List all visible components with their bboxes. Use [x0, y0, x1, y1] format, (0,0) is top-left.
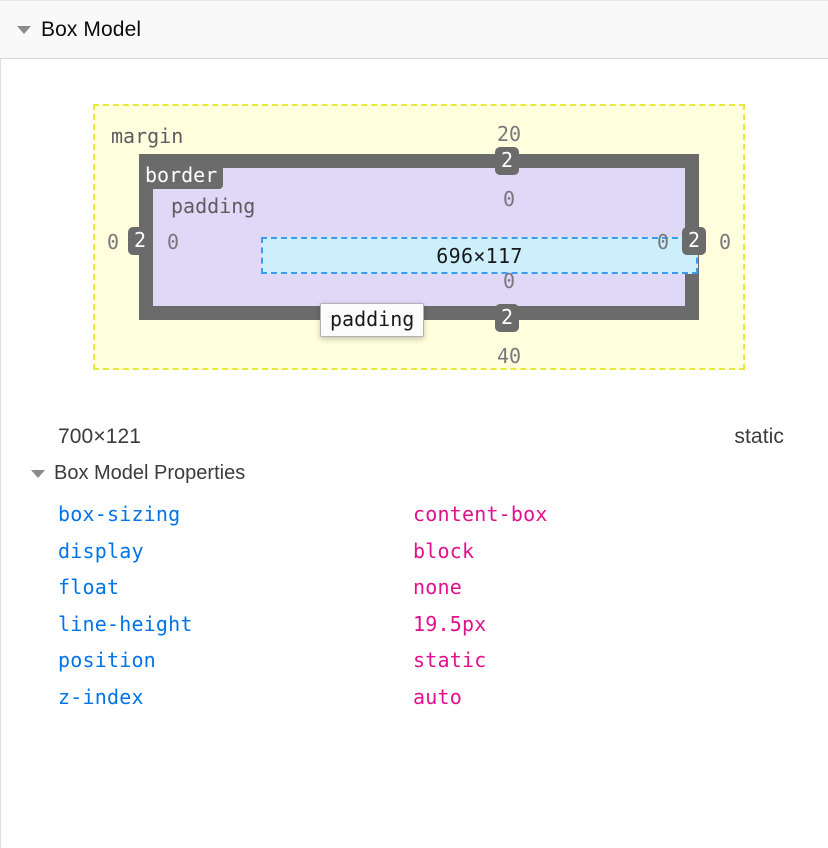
box-model-panel-header[interactable]: Box Model [0, 0, 828, 59]
property-name[interactable]: float [58, 575, 120, 600]
box-model-tooltip: padding [320, 303, 425, 337]
box-model-properties-header[interactable]: Box Model Properties [31, 462, 245, 485]
chevron-down-icon[interactable] [17, 25, 31, 34]
padding-top-value[interactable]: 0 [502, 187, 516, 211]
property-value[interactable]: content-box [413, 502, 548, 527]
box-model-properties-list: box-sizing content-box display block float no… [1, 496, 828, 715]
box-model-panel-body: 696×117 margin border padding 20 2 0 0 2… [0, 59, 828, 848]
margin-left-value[interactable]: 0 [106, 230, 120, 254]
property-row[interactable]: display block [1, 533, 828, 570]
property-name[interactable]: box-sizing [58, 502, 181, 527]
border-left-value[interactable]: 2 [128, 227, 153, 255]
element-size-label: 700×121 [58, 425, 142, 448]
property-name[interactable]: line-height [58, 611, 193, 636]
property-value[interactable]: none [413, 575, 462, 600]
padding-region-label: padding [171, 194, 256, 218]
property-name[interactable]: display [58, 538, 144, 563]
property-row[interactable]: position static [1, 642, 828, 679]
padding-left-value[interactable]: 0 [166, 230, 180, 254]
property-name[interactable]: position [58, 648, 156, 673]
box-model-content-region[interactable]: 696×117 [261, 237, 698, 274]
margin-top-value[interactable]: 20 [496, 122, 522, 146]
box-model-padding-region[interactable]: 696×117 [153, 168, 698, 306]
property-row[interactable]: float none [1, 569, 828, 606]
page-title: Box Model [41, 17, 142, 41]
box-model-summary-row: 700×121 static [1, 419, 828, 455]
property-value[interactable]: static [413, 648, 487, 673]
property-value[interactable]: auto [413, 684, 462, 709]
property-row[interactable]: box-sizing content-box [1, 496, 828, 533]
property-value[interactable]: block [413, 538, 475, 563]
margin-region-label: margin [111, 124, 184, 148]
border-top-value[interactable]: 2 [495, 147, 520, 175]
element-position-label: static [734, 425, 784, 448]
box-model-margin-region[interactable]: 696×117 [93, 104, 745, 370]
box-model-border-region[interactable]: 696×117 [139, 154, 699, 320]
chevron-down-icon[interactable] [31, 469, 45, 478]
border-region-label: border [141, 162, 224, 189]
border-bottom-value[interactable]: 2 [495, 304, 520, 332]
box-model-diagram[interactable]: 696×117 margin border padding 20 2 0 0 2… [93, 104, 745, 370]
box-model-properties-title: Box Model Properties [54, 462, 246, 484]
property-row[interactable]: z-index auto [1, 679, 828, 716]
padding-bottom-value[interactable]: 0 [502, 269, 516, 293]
padding-right-value[interactable]: 0 [656, 230, 670, 254]
property-row[interactable]: line-height 19.5px [1, 606, 828, 643]
margin-bottom-value[interactable]: 40 [496, 344, 522, 368]
property-name[interactable]: z-index [58, 684, 144, 709]
border-right-value[interactable]: 2 [682, 227, 707, 255]
margin-right-value[interactable]: 0 [718, 230, 732, 254]
property-value[interactable]: 19.5px [413, 611, 487, 636]
content-size-label: 696×117 [436, 243, 523, 268]
